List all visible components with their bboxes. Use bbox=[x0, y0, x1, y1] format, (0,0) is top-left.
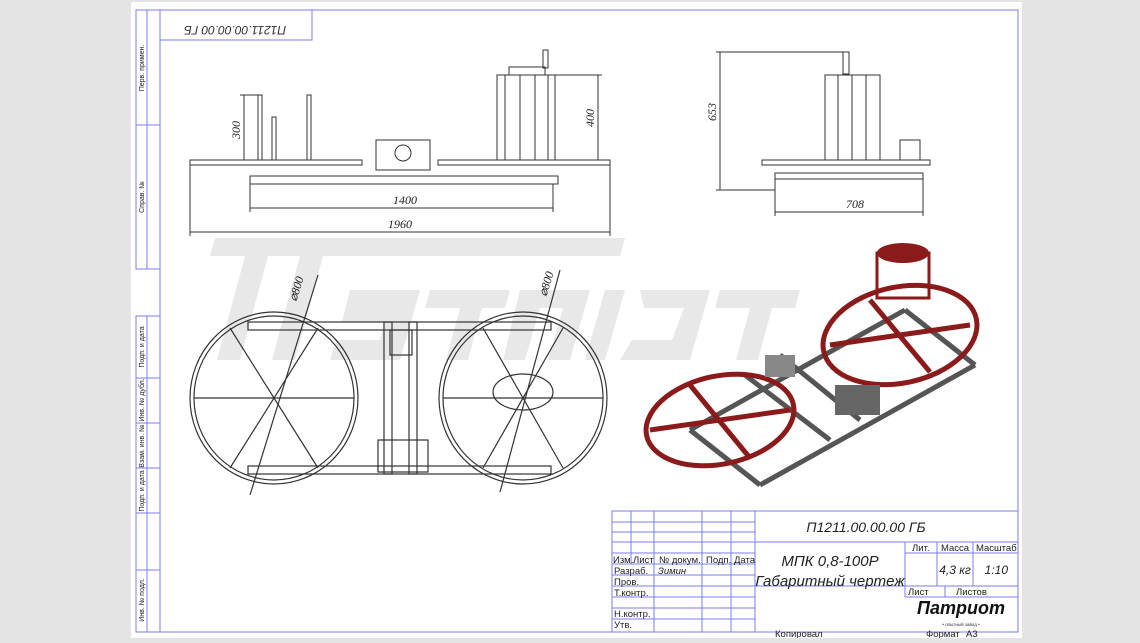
hdr-date: Дата bbox=[734, 555, 756, 566]
format-label: Формат bbox=[926, 629, 960, 638]
logo-subtitle: • опытный завод • bbox=[942, 621, 980, 627]
document-type: Габаритный чертеж bbox=[755, 573, 905, 590]
stamp-code-rotated: П1211.00.00.00 ГБ bbox=[184, 23, 286, 37]
row-label: Н.контр. bbox=[614, 609, 651, 620]
front-view bbox=[189, 49, 611, 236]
logo: Патриот bbox=[917, 598, 1005, 618]
row-label: Утв. bbox=[614, 620, 632, 631]
scale-label: Масштаб bbox=[976, 543, 1017, 554]
side-view bbox=[716, 51, 931, 216]
dim-1960: 1960 bbox=[388, 217, 412, 231]
dim-300: 300 bbox=[229, 121, 243, 140]
dim-1400: 1400 bbox=[393, 193, 417, 207]
dim-400: 400 bbox=[583, 109, 597, 127]
row-label: Т.контр. bbox=[614, 588, 648, 599]
mass-value: 4,3 кг bbox=[939, 563, 971, 577]
strip-label: Инв. № дубл. bbox=[138, 378, 146, 421]
copied-label: Копировал bbox=[775, 629, 823, 638]
title-block-grid bbox=[611, 510, 1019, 633]
developer-name: Зимин bbox=[658, 566, 687, 577]
format-value: А3 bbox=[966, 629, 978, 638]
dim-708: 708 bbox=[846, 197, 864, 211]
strip-label: Справ. № bbox=[139, 181, 146, 213]
row-label: Пров. bbox=[614, 577, 639, 588]
dim-653: 653 bbox=[705, 103, 719, 121]
top-view bbox=[189, 269, 608, 496]
hdr-doc-no: № докум. bbox=[659, 555, 701, 566]
lit-label: Лит. bbox=[912, 543, 929, 554]
strip-label: Перв. примен. bbox=[139, 45, 146, 92]
hdr-sign: Подп. bbox=[706, 555, 731, 566]
doc-code: П1211.00.00.00 ГБ bbox=[806, 519, 925, 535]
scale-value: 1:10 bbox=[985, 563, 1009, 577]
watermark-logo bbox=[210, 238, 800, 360]
hdr-izm: Изм. bbox=[613, 555, 633, 566]
mass-label: Масса bbox=[941, 543, 970, 554]
sheet-label: Лист bbox=[908, 587, 929, 598]
drawing-sheet: П1211.00.00.00 ГБ Перв. примен. Справ. №… bbox=[131, 2, 1022, 640]
sheet-frame bbox=[135, 9, 1019, 633]
strip-label: Инв. № подл. bbox=[139, 578, 146, 622]
strip-label: Подп. и дата bbox=[139, 470, 146, 511]
sheets-label: Листов bbox=[956, 587, 987, 598]
hdr-list: Лист bbox=[633, 555, 654, 566]
row-label: Разраб. bbox=[614, 566, 648, 577]
product-name: МПК 0,8-100Р bbox=[781, 553, 878, 570]
strip-label: Взам. инв. № bbox=[139, 424, 146, 467]
strip-label: Подп. и дата bbox=[139, 326, 146, 367]
isometric-view bbox=[643, 243, 980, 488]
